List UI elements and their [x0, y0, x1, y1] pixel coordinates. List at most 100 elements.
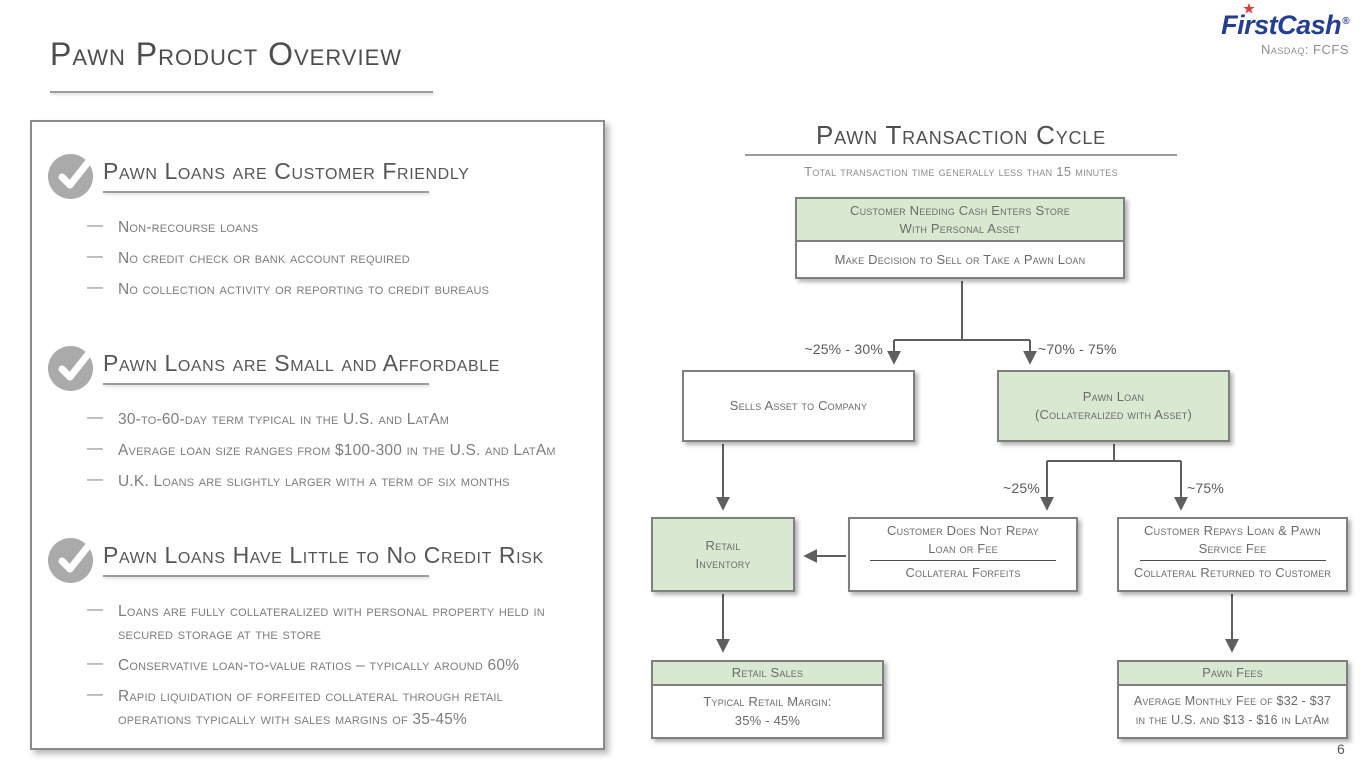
entry-line-2: With Personal Asset	[899, 221, 1021, 236]
checkmark-glyph	[58, 541, 93, 573]
bullet-item: — Average loan size ranges from $100-300 …	[87, 439, 565, 462]
retail-sales-node: Retail Sales Typical Retail Margin: 35% …	[651, 660, 884, 739]
repay-line-2: Service Fee	[1198, 541, 1267, 556]
dash-icon: —	[87, 217, 104, 234]
bullet-item: — No collection activity or reporting to …	[87, 278, 565, 301]
sell-asset-label: Sells Asset to Company	[729, 398, 868, 413]
retail-inventory-line-2: Inventory	[695, 555, 751, 571]
bullet-list: — Loans are fully collateralized with per…	[32, 600, 572, 731]
retail-sales-body: Typical Retail Margin: 35% - 45%	[653, 686, 882, 737]
bullet-list: — 30-to-60-day term typical in the U.S. a…	[32, 408, 572, 493]
overview-panel: Pawn Loans are Customer Friendly — Non-re…	[30, 120, 605, 750]
bullet-text: U.K. Loans are slightly larger with a te…	[118, 473, 510, 490]
divider-line	[870, 560, 1056, 561]
bullet-item: — Conservative loan-to-value ratios – typ…	[87, 654, 565, 677]
dash-icon: —	[87, 655, 104, 672]
check-icon	[48, 538, 93, 583]
page-number: 6	[1337, 741, 1345, 757]
entry-node-decision: Make Decision to Sell or Take a Pawn Loa…	[834, 252, 1086, 267]
section-heading-row: Pawn Loans are Small and Affordable	[32, 346, 603, 391]
pawn-fees-body-line-2: in the U.S. and $13 - $16 in LatAm	[1135, 713, 1330, 727]
section-heading: Pawn Loans are Small and Affordable	[103, 350, 501, 376]
branch-label-pawn: ~70% - 75%	[1038, 341, 1117, 357]
bullet-item: — 30-to-60-day term typical in the U.S. a…	[87, 408, 565, 431]
no-repay-line-1: Customer Does Not Repay	[886, 523, 1039, 538]
dash-icon: —	[87, 279, 104, 296]
section-heading-row: Pawn Loans are Customer Friendly	[32, 154, 603, 199]
pawn-loan-node: Pawn Loan (Collateralized with Asset)	[997, 370, 1230, 442]
section-customer-friendly: Pawn Loans are Customer Friendly — Non-re…	[32, 154, 603, 309]
bullet-text: No collection activity or reporting to c…	[118, 281, 490, 298]
pawn-loan-line-2: (Collateralized with Asset)	[1035, 407, 1192, 422]
section-heading-block: Pawn Loans are Customer Friendly	[103, 154, 469, 193]
no-repay-line-2: Loan or Fee	[928, 541, 998, 556]
heading-underline	[103, 575, 429, 577]
section-heading-row: Pawn Loans Have Little to No Credit Risk	[32, 538, 603, 583]
pawn-fees-node: Pawn Fees Average Monthly Fee of $32 - $…	[1117, 660, 1348, 739]
dash-icon: —	[87, 471, 104, 488]
flowchart-title-underline	[745, 154, 1177, 156]
section-heading: Pawn Loans Have Little to No Credit Risk	[103, 542, 544, 568]
bullet-item: — Loans are fully collateralized with per…	[87, 600, 565, 646]
section-heading-block: Pawn Loans Have Little to No Credit Risk	[103, 538, 544, 577]
logo-wordmark: ★FirstCash®	[1221, 1, 1349, 41]
dash-icon: —	[87, 686, 104, 703]
retail-sales-header: Retail Sales	[653, 662, 882, 686]
dash-icon: —	[87, 601, 104, 618]
bullet-text: Conservative loan-to-value ratios – typi…	[118, 657, 520, 674]
firstcash-logo: ★FirstCash® Nasdaq: FCFS	[1221, 1, 1349, 57]
entry-node-header: Customer Needing Cash Enters Store With …	[797, 199, 1123, 242]
bullet-text: Non-recourse loans	[118, 219, 259, 236]
retail-inventory-line-1: Retail	[705, 537, 741, 553]
checkmark-glyph	[58, 349, 93, 381]
retail-inventory-node: Retail Inventory	[651, 517, 795, 592]
bullet-item: — No credit check or bank account require…	[87, 247, 565, 270]
entry-node: Customer Needing Cash Enters Store With …	[795, 197, 1125, 279]
registered-mark: ®	[1342, 16, 1349, 27]
branch-label-sell: ~25% - 30%	[804, 341, 883, 357]
bullet-text: Rapid liquidation of forfeited collatera…	[118, 688, 503, 728]
check-icon	[48, 346, 93, 391]
no-repay-node: Customer Does Not Repay Loan or Fee Coll…	[848, 517, 1078, 592]
section-credit-risk: Pawn Loans Have Little to No Credit Risk…	[32, 538, 603, 739]
repay-line-1: Customer Repays Loan & Pawn	[1144, 523, 1321, 538]
pawn-fees-body-line-1: Average Monthly Fee of $32 - $37	[1133, 694, 1332, 708]
bullet-text: No credit check or bank account required	[118, 250, 410, 267]
bullet-list: — Non-recourse loans — No credit check or …	[32, 216, 572, 301]
section-small-affordable: Pawn Loans are Small and Affordable — 30-…	[32, 346, 603, 501]
flowchart-title: Pawn Transaction Cycle	[816, 120, 1106, 150]
repay-result: Collateral Returned to Customer	[1133, 565, 1332, 580]
bullet-item: — Non-recourse loans	[87, 216, 565, 239]
nasdaq-ticker: Nasdaq: FCFS	[1260, 42, 1349, 57]
logo-text: FirstCash	[1221, 10, 1342, 40]
branch-label-no-repay: ~25%	[1003, 480, 1040, 496]
retail-sales-body-line-2: 35% - 45%	[734, 713, 801, 728]
dash-icon: —	[87, 248, 104, 265]
connector-split1	[894, 281, 1030, 341]
repay-node: Customer Repays Loan & Pawn Service Fee …	[1117, 517, 1348, 592]
entry-line-1: Customer Needing Cash Enters Store	[850, 203, 1070, 218]
bullet-text: Average loan size ranges from $100-300 i…	[118, 442, 556, 459]
pawn-loan-line-1: Pawn Loan	[1082, 389, 1145, 404]
bullet-text: Loans are fully collateralized with pers…	[118, 603, 545, 643]
checkmark-glyph	[58, 157, 93, 189]
bullet-item: — U.K. Loans are slightly larger with a t…	[87, 470, 565, 493]
branch-label-repay: ~75%	[1187, 480, 1224, 496]
dash-icon: —	[87, 409, 104, 426]
retail-sales-body-line-1: Typical Retail Margin:	[703, 694, 832, 709]
heading-underline	[103, 191, 429, 193]
heading-underline	[103, 383, 429, 385]
pawn-fees-header: Pawn Fees	[1119, 662, 1346, 686]
pawn-fees-body: Average Monthly Fee of $32 - $37 in the …	[1119, 686, 1346, 737]
flowchart-subtitle: Total transaction time generally less th…	[804, 164, 1118, 179]
page-title: Pawn Product Overview	[50, 36, 403, 72]
section-heading: Pawn Loans are Customer Friendly	[103, 158, 470, 184]
title-underline	[50, 91, 433, 93]
connector-split2	[1047, 444, 1181, 462]
bullet-text: 30-to-60-day term typical in the U.S. an…	[118, 411, 450, 428]
divider-line	[1139, 560, 1326, 561]
star-icon: ★	[1243, 1, 1255, 16]
dash-icon: —	[87, 440, 104, 457]
bullet-item: — Rapid liquidation of forfeited collater…	[87, 685, 565, 731]
